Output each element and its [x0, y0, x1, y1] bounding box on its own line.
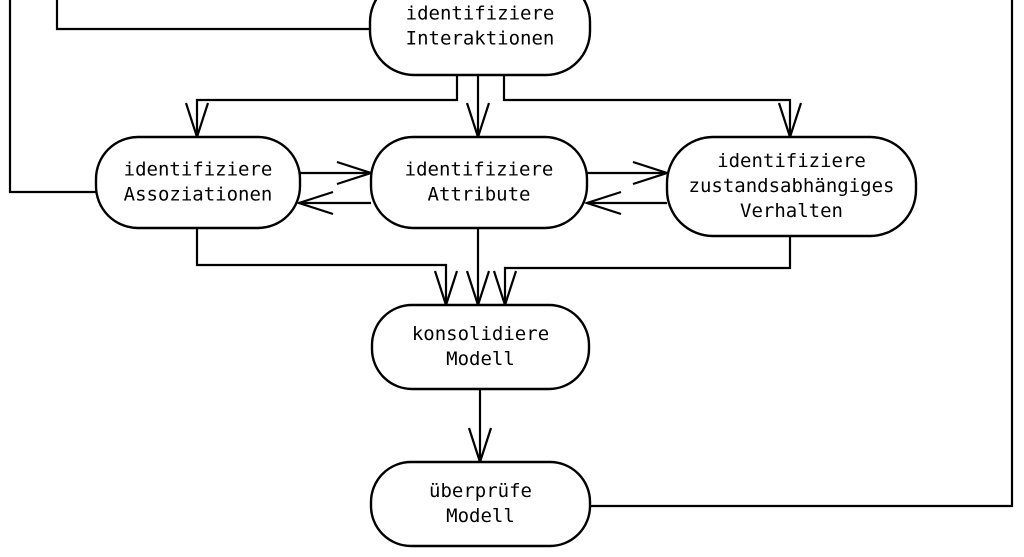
node-shape: [665, 135, 918, 238]
edge-feedback-top-left: [55, 0, 370, 31]
node-label-line: Verhalten: [740, 200, 843, 222]
edge-feedback-assoziationen-left: [8, 0, 97, 194]
node-shape: [369, 460, 592, 548]
node-label-line: überprüfe: [429, 480, 532, 502]
edge-verhalten-to-konsolidiere: [492, 236, 792, 309]
node-label-line: identifiziere: [717, 150, 866, 172]
edge-line: [503, 236, 792, 305]
node-shape: [369, 135, 589, 230]
edge-assoziationen-to-konsolidiere: [195, 228, 459, 309]
node-label-line: identifiziere: [405, 159, 554, 181]
edge-interaktionen-to-attribute: [465, 75, 491, 141]
node-label-line: Assoziationen: [124, 184, 273, 206]
edge-line: [55, 0, 370, 31]
edge-interaktionen-to-verhalten: [502, 75, 803, 141]
edge-line: [8, 0, 97, 194]
node-label-line: zustandsabhängiges: [689, 175, 895, 197]
edge-line: [195, 75, 459, 137]
nodes-layer: identifiziereInteraktionenidentifiziereA…: [94, 0, 918, 548]
edge-attribute-to-verhalten: [587, 160, 671, 186]
node-label-line: Attribute: [428, 184, 531, 206]
edge-ueberpruefe-feedback-right: [590, 0, 1014, 508]
edge-attribute-to-assoziationen: [295, 190, 371, 216]
node-shape: [94, 135, 302, 230]
arrow-head-icon: [295, 190, 334, 216]
edge-interaktionen-to-assoziationen: [184, 75, 459, 141]
node-shape: [368, 0, 592, 77]
edge-line: [502, 75, 792, 137]
node-shape: [370, 303, 591, 391]
node-label-line: identifiziere: [406, 3, 555, 25]
node-label-line: Interaktionen: [406, 28, 555, 50]
node-label-line: Modell: [446, 505, 515, 527]
edge-line: [195, 228, 448, 305]
node-label-line: Modell: [446, 348, 515, 370]
node-label-line: identifiziere: [124, 159, 273, 181]
edge-konsolidiere-to-ueberpruefe: [467, 389, 493, 466]
edge-assoziationen-to-attribute: [299, 160, 375, 186]
edges-layer: [8, 0, 1014, 508]
edge-verhalten-to-attribute: [583, 190, 667, 216]
node-label-line: konsolidiere: [412, 323, 549, 345]
arrow-head-icon: [583, 190, 622, 216]
edge-line: [590, 0, 1014, 508]
edge-attribute-to-konsolidiere: [465, 228, 491, 309]
